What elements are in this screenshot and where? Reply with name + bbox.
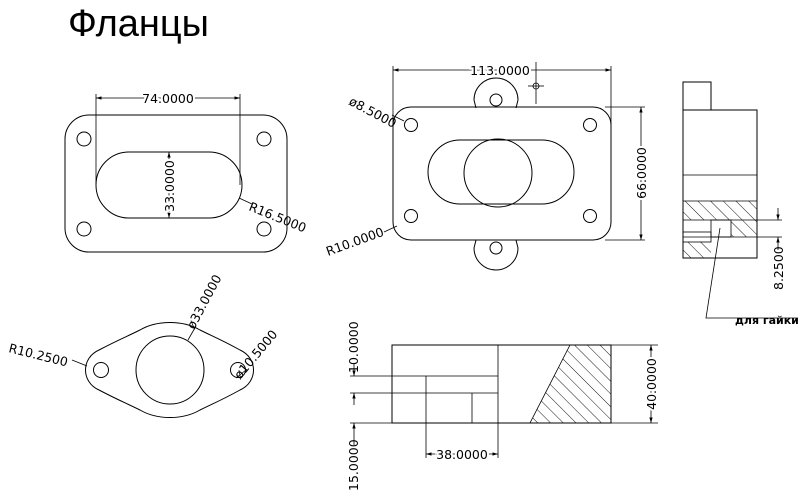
- dim-width: 74.0000: [142, 91, 194, 106]
- bolt-hole: [404, 118, 418, 132]
- dim-width: 113.0000: [470, 63, 530, 78]
- nut-slot: [710, 219, 732, 238]
- dim-radius: R16.5000: [247, 199, 309, 236]
- flange-carb-view: 113.0000 ø8.5000 66.0000 R10.0000: [324, 61, 651, 271]
- bolt-hole: [583, 209, 597, 223]
- profile-boss: [682, 81, 712, 111]
- dim-radius: R10.2500: [7, 340, 69, 369]
- bolt-hole: [76, 221, 92, 237]
- dim-nut: 8.2500: [771, 246, 786, 290]
- dim-height: 33.0000: [162, 160, 177, 212]
- side-profile-view: 8.2500 для гайки: [682, 81, 799, 327]
- side-section-view: 10.0000 15.0000 38.0000 40.0000: [346, 321, 661, 491]
- profile-body: [682, 109, 758, 259]
- dim-radius: R10.0000: [324, 224, 386, 259]
- leader-line: [391, 114, 405, 122]
- bolt-hole: [404, 209, 418, 223]
- leader-line: [187, 325, 197, 341]
- dim-height: 66.0000: [634, 147, 649, 199]
- bolt-hole: [256, 131, 272, 147]
- center-mark: [532, 82, 540, 90]
- flange-rect-outline: [64, 114, 288, 253]
- flange-carb-slot: [427, 139, 575, 205]
- leader-line: [705, 227, 798, 319]
- flange-ear-bottom: [473, 239, 519, 271]
- flange-rect-view: 74.0000 33.0000 R16.5000: [64, 89, 309, 253]
- flange-ear-top: [473, 77, 519, 109]
- dim-c: 38.0000: [436, 447, 488, 462]
- leader-line: [238, 197, 253, 205]
- flange-oval-view: R10.2500 ø33.0000 ø10.5000: [7, 272, 280, 418]
- dim-bore: ø33.0000: [183, 272, 224, 331]
- flange-oval-bore: [135, 335, 205, 405]
- page-title: Фланцы: [68, 3, 209, 45]
- dim-b: 15.0000: [346, 439, 361, 491]
- dim-d: 40.0000: [644, 358, 659, 410]
- bolt-hole: [256, 221, 272, 237]
- bolt-hole: [489, 93, 503, 107]
- bolt-hole: [583, 118, 597, 132]
- leader-line: [383, 225, 398, 233]
- flange-oval-outline: [85, 322, 254, 418]
- leader-line: [71, 359, 88, 367]
- dim-hole: ø8.5000: [347, 93, 399, 130]
- note-nut: для гайки: [735, 314, 799, 327]
- dim-a: 10.0000: [346, 321, 361, 373]
- flange-carb-outline: [392, 106, 612, 241]
- bolt-hole: [489, 241, 503, 255]
- flange-carb-bore: [463, 138, 533, 208]
- dim-hole: ø10.5000: [231, 327, 281, 382]
- section-hatch: [529, 344, 612, 424]
- bolt-hole: [93, 362, 109, 378]
- leader-line: [235, 369, 247, 379]
- bolt-hole: [76, 131, 92, 147]
